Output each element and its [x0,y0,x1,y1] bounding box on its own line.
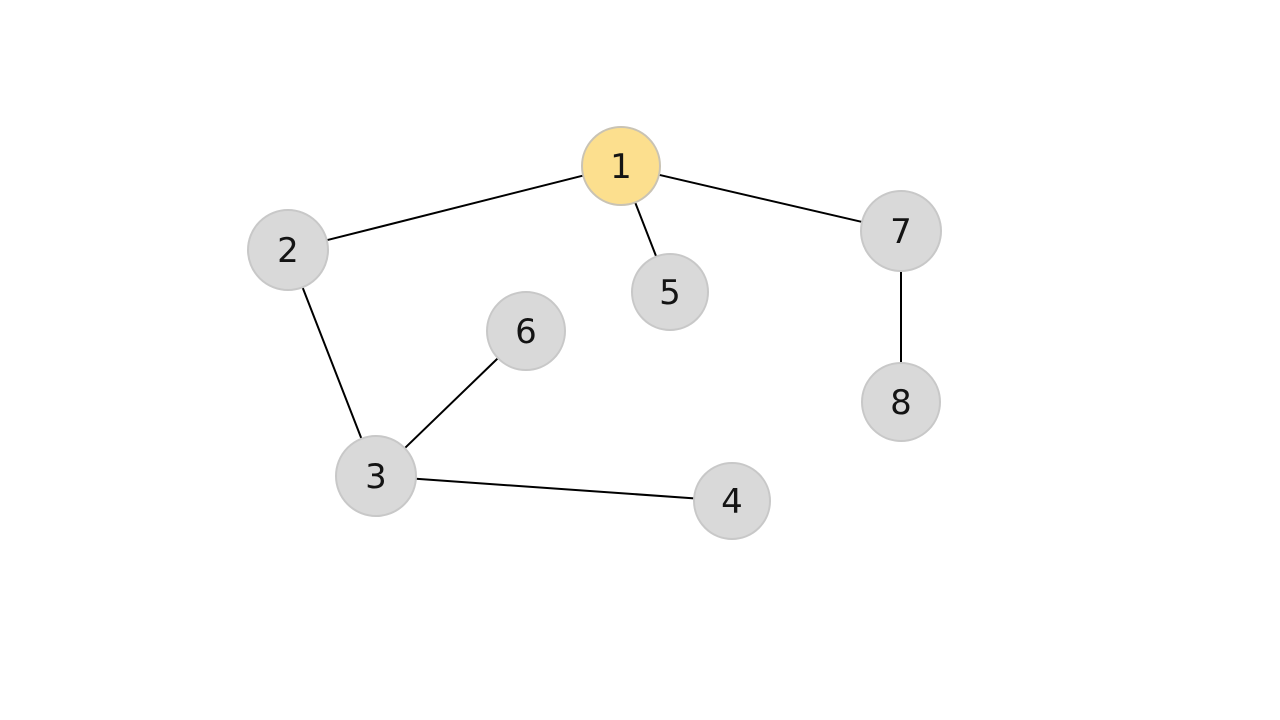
graph-node-2[interactable]: 2 [247,209,329,291]
node-label-1: 1 [610,147,632,187]
node-label-7: 7 [890,212,912,252]
graph-node-6[interactable]: 6 [486,291,566,371]
graph-edge-2-3 [301,286,363,440]
node-label-8: 8 [890,383,912,423]
graph-node-7[interactable]: 7 [860,190,942,272]
node-circle-1[interactable] [581,126,661,206]
node-label-5: 5 [659,273,681,313]
node-circle-3[interactable] [335,435,417,517]
node-label-2: 2 [277,231,299,271]
edge-layer [301,173,902,500]
graph-edge-1-2 [325,174,585,242]
node-circle-2[interactable] [247,209,329,291]
node-label-6: 6 [515,312,537,352]
graph-node-4[interactable]: 4 [693,462,771,540]
graph-node-5[interactable]: 5 [631,253,709,331]
node-circle-7[interactable] [860,190,942,272]
node-label-3: 3 [365,457,387,497]
node-circle-6[interactable] [486,291,566,371]
node-layer: 1 2 3 4 5 6 7 8 [247,126,942,540]
graph-node-3[interactable]: 3 [335,435,417,517]
graph-node-8[interactable]: 8 [861,362,941,442]
graph-edge-1-7 [657,173,864,223]
graph-edge-3-6 [403,357,499,450]
graph-node-1[interactable]: 1 [581,126,661,206]
node-circle-5[interactable] [631,253,709,331]
graph-edge-1-5 [634,201,658,258]
graph-edge-3-4 [414,477,696,500]
node-circle-4[interactable] [693,462,771,540]
node-label-4: 4 [721,482,743,522]
node-circle-8[interactable] [861,362,941,442]
